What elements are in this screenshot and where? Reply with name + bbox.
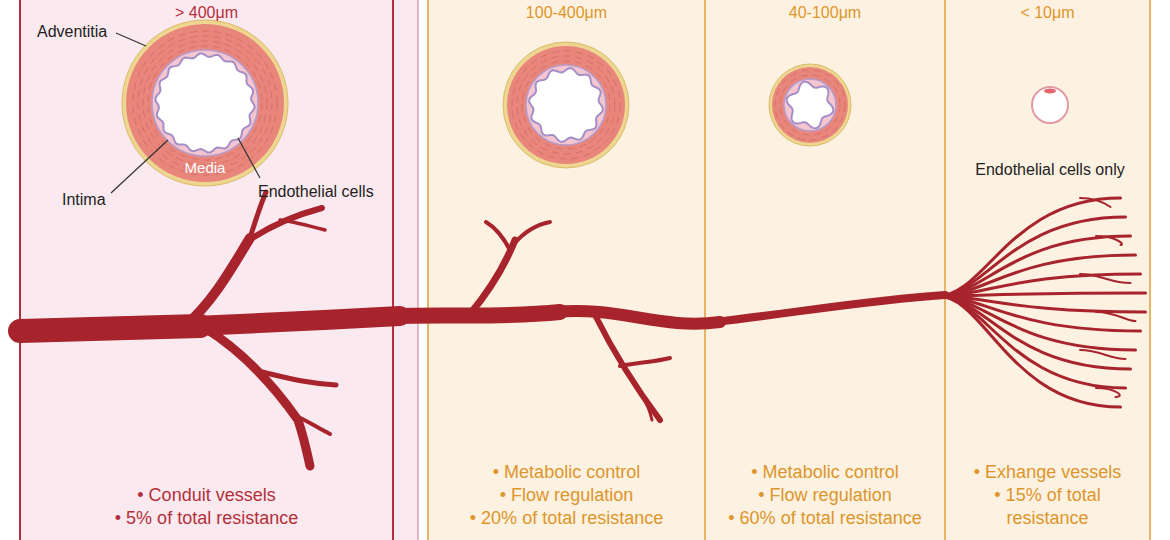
bullet-text: • 60% of total resistance xyxy=(725,507,925,530)
vessel-branch xyxy=(20,326,200,331)
capillary xyxy=(938,296,1141,331)
bullet-list: • Conduit vessels• 5% of total resistanc… xyxy=(27,484,387,530)
media-texture xyxy=(133,31,277,175)
adventitia-ring xyxy=(122,20,288,186)
part-label: Endothelial cells only xyxy=(975,160,1124,179)
vessel-branch xyxy=(205,328,310,466)
part-label: Media xyxy=(185,158,226,177)
bullet-list: • Metabolic control• Flow regulation• 60… xyxy=(725,461,925,530)
leader-line xyxy=(238,138,260,178)
vessel-branch xyxy=(395,312,560,316)
intima-ring xyxy=(526,65,606,145)
vessel-panel: > 400μm • Conduit vessels• 5% of total re… xyxy=(20,0,393,540)
part-label: Intima xyxy=(62,190,106,209)
panel-band xyxy=(705,0,945,540)
vessel-branch xyxy=(470,240,515,314)
vessel-branch xyxy=(292,414,330,434)
media-texture xyxy=(780,75,840,135)
vessel-branch xyxy=(185,238,250,326)
vessel-branch xyxy=(595,315,660,420)
diameter-heading: > 400μm xyxy=(20,2,393,24)
leader-line xyxy=(116,33,146,46)
media-texture xyxy=(517,56,615,154)
vessel-branch xyxy=(555,311,720,324)
bullet-list: • Exhange vessels• 15% of total resistan… xyxy=(953,461,1143,530)
vessel-branch xyxy=(514,222,550,244)
capillary xyxy=(1080,274,1131,283)
part-label: Adventitia xyxy=(37,22,107,41)
media-ring xyxy=(772,67,848,143)
leader-line xyxy=(111,140,168,193)
endothelium xyxy=(156,54,255,153)
media-ring xyxy=(507,46,625,164)
vessel-panel: < 10μm • Exhange vessels• 15% of total re… xyxy=(945,0,1150,540)
capillary xyxy=(1096,236,1122,245)
panel-grounds xyxy=(20,0,1150,540)
media-ring xyxy=(126,24,284,182)
leader-lines xyxy=(111,33,260,193)
panel-band xyxy=(20,0,393,540)
capillary xyxy=(1080,350,1126,359)
capillary-section xyxy=(1032,87,1068,123)
bullet-text: • Flow regulation xyxy=(467,484,667,507)
vessel-branch xyxy=(715,295,945,322)
diameter-heading: < 10μm xyxy=(945,2,1150,24)
diameter-heading: 40-100μm xyxy=(705,2,945,24)
media-texture xyxy=(512,51,620,159)
vessel-panel: 100-400μm • Metabolic control• Flow regul… xyxy=(428,0,705,540)
diameter-heading: 100-400μm xyxy=(428,2,705,24)
media-texture xyxy=(522,61,610,149)
part-label: Endothelial cells xyxy=(258,182,374,201)
endothelium xyxy=(787,82,834,129)
capillary xyxy=(1096,312,1136,321)
vessel-branch xyxy=(195,316,400,326)
bullet-text: • Conduit vessels xyxy=(27,484,387,507)
endothelium xyxy=(529,68,603,142)
capillary xyxy=(1096,388,1120,397)
endothelial-nucleus xyxy=(1044,88,1056,93)
panel-band xyxy=(428,0,705,540)
capillary xyxy=(938,296,1121,407)
vessel-tree xyxy=(20,192,1146,466)
panel-strip xyxy=(393,0,418,540)
adventitia-ring xyxy=(503,42,629,168)
vessel-panel: 40-100μm • Metabolic control• Flow regula… xyxy=(705,0,945,540)
intima-ring xyxy=(784,79,836,131)
vessel-branch xyxy=(262,372,336,385)
vessel-branch xyxy=(280,220,325,230)
bullet-text: • Exhange vessels xyxy=(953,461,1143,484)
adventitia-ring xyxy=(769,64,851,146)
bullet-text: • Metabolic control xyxy=(467,461,667,484)
vessel-branch xyxy=(486,222,511,252)
bullet-list: • Metabolic control• Flow regulation• 20… xyxy=(467,461,667,530)
capillary xyxy=(1080,198,1111,207)
bullet-text: • 15% of total resistance xyxy=(953,484,1143,530)
bullet-text: • Flow regulation xyxy=(725,484,925,507)
media-texture xyxy=(775,70,845,140)
bullet-text: • 20% of total resistance xyxy=(467,507,667,530)
bullet-text: • 5% of total resistance xyxy=(27,507,387,530)
cross-sections xyxy=(122,20,1068,186)
vessel-branch xyxy=(620,358,670,366)
panel-band xyxy=(945,0,1150,540)
capillary xyxy=(938,293,1146,296)
vessel-branch xyxy=(640,392,652,420)
bullet-text: • Metabolic control xyxy=(725,461,925,484)
